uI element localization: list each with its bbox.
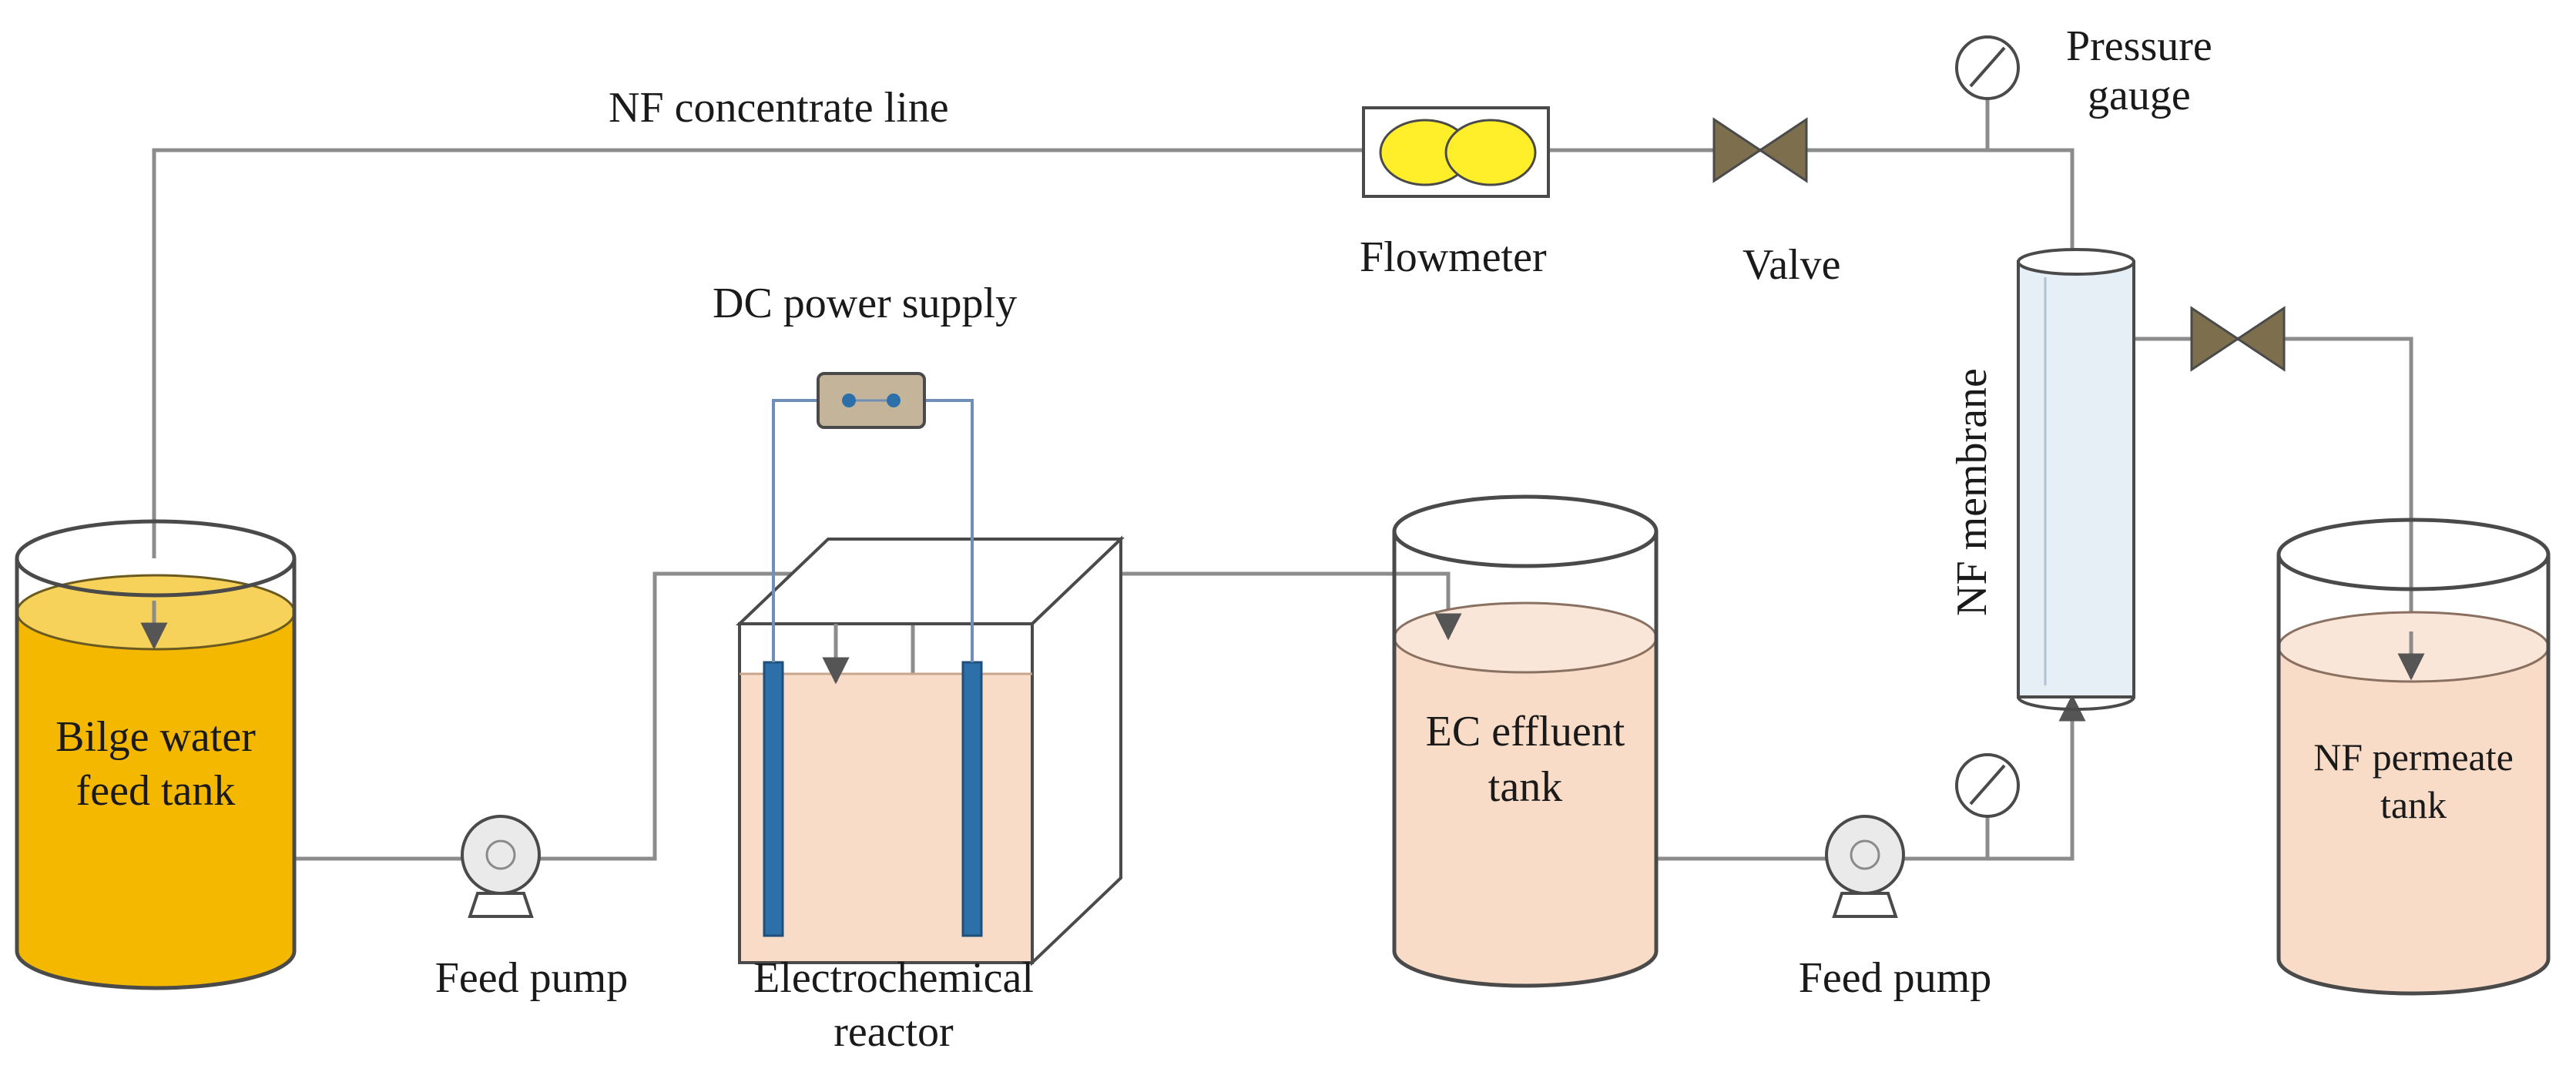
reactor-label-line2: reactor xyxy=(834,1008,954,1056)
power-wire-left xyxy=(772,399,818,662)
nf-permeate-label-line1: NF permeate xyxy=(2313,735,2514,779)
nf-permeate-tank xyxy=(2276,518,2551,996)
ec-tank-label-line1: EC effluent xyxy=(1426,708,1625,755)
pressure-gauge-bottom-icon xyxy=(1955,753,2020,818)
nf-membrane-label: NF membrane xyxy=(1948,368,1996,616)
feed-pump-left-icon xyxy=(461,815,541,918)
pressure-gauge-label-line1: Pressure xyxy=(2066,22,2212,70)
pressure-gauge-top-icon xyxy=(1955,35,2020,100)
valve-permeate-icon xyxy=(2190,306,2286,372)
feed-pump-right-label: Feed pump xyxy=(1799,954,1991,1002)
bilge-tank-label-line1: Bilge water xyxy=(55,713,256,761)
nf-membrane-module xyxy=(2017,248,2135,711)
electrode-right xyxy=(961,661,983,937)
flowmeter-label: Flowmeter xyxy=(1360,233,1547,281)
nf-concentrate-line-label: NF concentrate line xyxy=(609,84,949,132)
valve-label: Valve xyxy=(1742,241,1841,289)
valve-top-icon xyxy=(1712,117,1808,183)
pressure-gauge-label-line2: gauge xyxy=(2088,72,2191,119)
bilge-water-feed-tank xyxy=(15,519,297,990)
reactor-label-line1: Electrochemical xyxy=(753,954,1034,1002)
feed-pump-left-label: Feed pump xyxy=(435,954,628,1002)
feed-pump-right-icon xyxy=(1825,815,1905,918)
dc-power-supply-label: DC power supply xyxy=(713,280,1017,327)
electrochemical-reactor xyxy=(736,535,1125,966)
dc-power-supply-icon xyxy=(817,372,926,429)
electrode-left xyxy=(763,661,784,937)
power-wire-right xyxy=(924,399,974,662)
pump-to-membrane-pipe xyxy=(1904,694,2086,861)
nf-permeate-label-line2: tank xyxy=(2380,783,2447,826)
reactor-to-ec-tank-pipe xyxy=(911,571,1462,682)
ec-tank-label-line2: tank xyxy=(1488,763,1562,811)
flowmeter-icon xyxy=(1362,106,1550,198)
bilge-tank-label-line2: feed tank xyxy=(76,767,236,815)
